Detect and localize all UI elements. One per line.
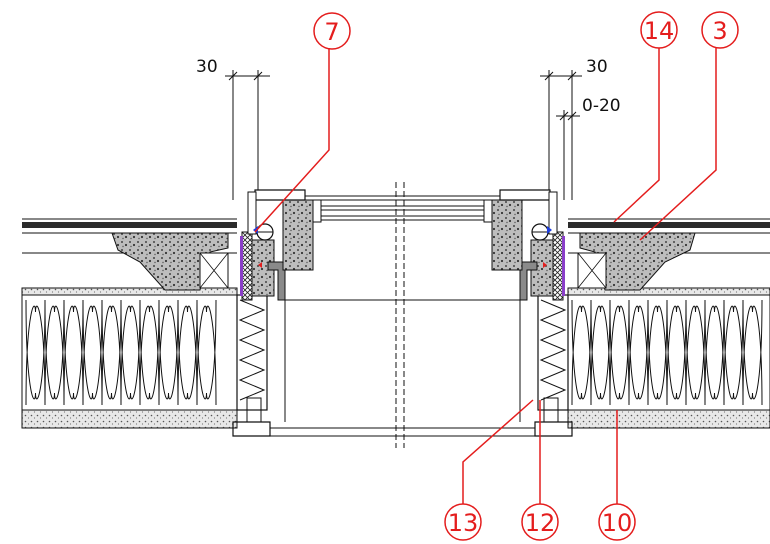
- ceiling-slab-right: [567, 409, 770, 429]
- sealant-wedge-left: [111, 232, 229, 291]
- callout-7: 7: [254, 12, 351, 233]
- callout-7-label: 7: [324, 18, 339, 46]
- callout-12: 12: [521, 400, 559, 541]
- callout-3-label: 3: [712, 17, 727, 45]
- dimension-label-left: 30: [196, 57, 218, 77]
- glazing-unit: [305, 195, 500, 223]
- dimension-left: [225, 70, 270, 200]
- callout-12-label: 12: [525, 509, 556, 537]
- callout-14-label: 14: [644, 17, 675, 45]
- callout-10: 10: [598, 410, 636, 541]
- insulation-left: [21, 294, 238, 411]
- upstand-frame-left: [232, 189, 314, 437]
- upstand-frame-right: [491, 189, 573, 437]
- dimension-label-right: 30: [586, 57, 608, 77]
- callout-14: 14: [613, 11, 678, 223]
- sealant-wedge-right: [577, 232, 696, 291]
- roof-membrane-right: [568, 218, 770, 234]
- callout-13-label: 13: [448, 509, 479, 537]
- roof-membrane-left: [22, 218, 237, 234]
- dimension-label-tolerance: 0-20: [582, 96, 621, 116]
- callout-13: 13: [444, 399, 534, 541]
- insulation-right: [567, 294, 770, 411]
- break-lines: [395, 182, 405, 448]
- callout-3: 3: [639, 11, 739, 241]
- opening-reveal: [270, 299, 535, 437]
- dimension-right: [540, 70, 582, 200]
- callout-10-label: 10: [602, 509, 633, 537]
- ceiling-slab-left: [21, 409, 238, 429]
